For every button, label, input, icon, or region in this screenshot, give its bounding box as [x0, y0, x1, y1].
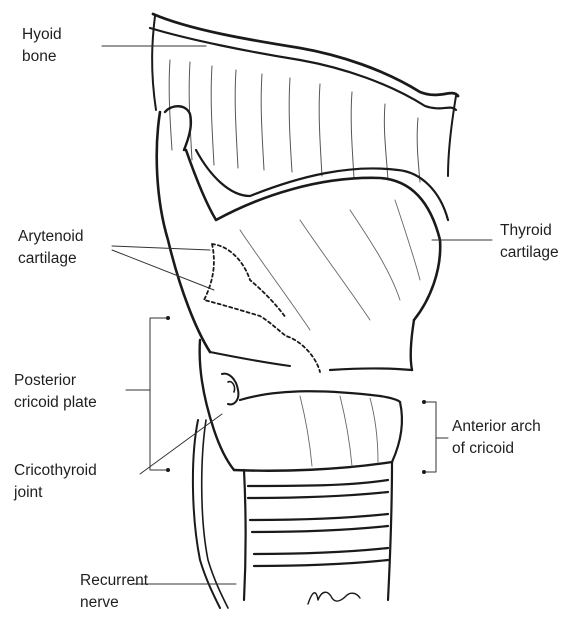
leader-cricothyroid-joint: [140, 414, 222, 474]
bracket-anterior-arch: [424, 402, 448, 472]
trachea-drawing: [244, 462, 392, 600]
label-posterior-cricoid-plate: Posterior cricoid plate: [14, 370, 97, 414]
label-anterior-arch-of-cricoid: Anterior arch of cricoid: [452, 416, 541, 460]
signature-mark: [308, 592, 360, 604]
leader-arytenoid-top: [112, 246, 210, 250]
leader-arytenoid-bottom: [112, 250, 214, 290]
label-arytenoid-cartilage: Arytenoid cartilage: [18, 226, 83, 270]
cricoid-cartilage-drawing: [200, 340, 402, 471]
label-thyroid-cartilage: Thyroid cartilage: [500, 220, 559, 264]
label-cricothyroid-joint: Cricothyroid joint: [14, 460, 97, 504]
label-hyoid-bone: Hyoid bone: [22, 24, 62, 68]
recurrent-nerve-drawing-inner: [202, 420, 228, 608]
thyroid-cartilage-drawing: [157, 112, 448, 370]
arytenoid-cartilage-drawing: [204, 244, 320, 372]
bracket-posterior-cricoid: [126, 318, 168, 470]
label-recurrent-nerve: Recurrent nerve: [80, 570, 148, 614]
leader-lines: [102, 46, 492, 584]
thyrohyoid-membrane-drawing: [169, 60, 420, 182]
